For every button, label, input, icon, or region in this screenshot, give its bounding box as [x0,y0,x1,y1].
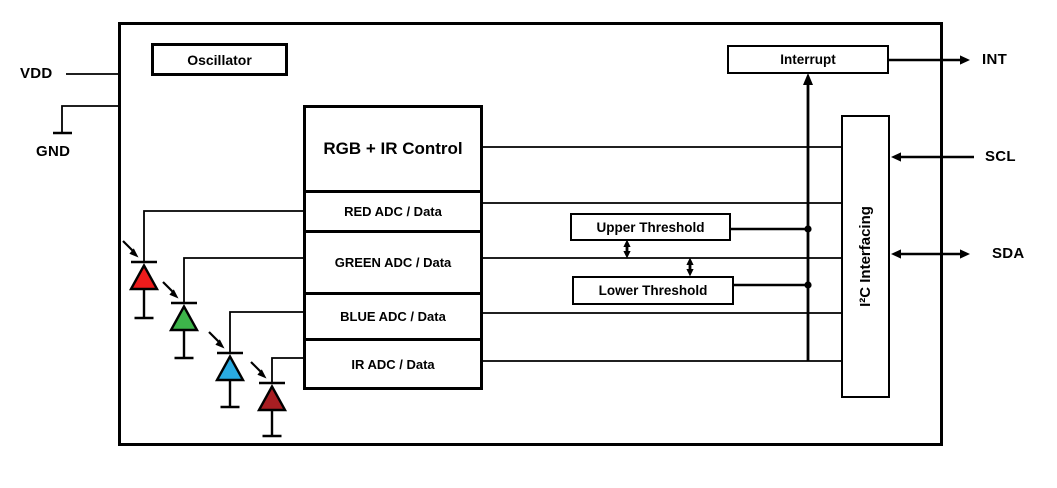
oscillator-block: Oscillator [151,43,288,76]
interrupt-label: Interrupt [780,52,836,67]
ir-light-arrow-line [250,361,263,374]
lower-compare-arrowhead-bottom [686,269,694,277]
blue-photodiode [208,311,304,409]
red-adc-label: RED ADC / Data [344,204,442,219]
i2c-label: I²C Interfacing [857,206,874,307]
gnd-wire [61,105,120,132]
green-photodiode [162,257,304,360]
sda-arrowhead-right [960,249,970,259]
int-pin-label: INT [982,51,1008,68]
ir-adc-section: IR ADC / Data [306,338,480,387]
interrupt-block: Interrupt [727,45,889,74]
upper-threshold-label: Upper Threshold [596,219,705,235]
green-adc-section: GREEN ADC / Data [306,230,480,292]
red-light-arrowhead [129,248,139,258]
red-light-arrow-line [122,240,135,253]
ir-photodiode [250,357,304,438]
vdd-pin-label: VDD [20,65,53,82]
green-light-arrowhead [169,289,179,299]
green-adc-label: GREEN ADC / Data [334,255,452,270]
chip-boundary [118,22,943,446]
ir-adc-label: IR ADC / Data [351,356,435,372]
blue-light-arrowhead [215,339,225,349]
red-adc-section: RED ADC / Data [306,190,480,230]
lower-compare-arrowhead-top [686,257,694,265]
rgb-ir-control-block: RGB + IR Control RED ADC / Data GREEN AD… [303,105,483,390]
blue-adc-section: BLUE ADC / Data [306,292,480,338]
upper-compare-arrowhead-top [623,239,631,247]
blue-adc-label: BLUE ADC / Data [340,309,446,324]
ir-light-arrowhead [257,369,267,379]
scl-arrowhead [891,152,901,162]
sda-arrowhead-left [891,249,901,259]
green-light-arrow-line [162,281,175,294]
lower-threshold-block: Lower Threshold [572,276,734,305]
blue-photodiode-wire [229,311,304,353]
scl-pin-label: SCL [985,148,1016,165]
int-arrowhead [960,55,970,65]
interrupt-up-arrowhead [803,73,813,85]
blue-light-arrow-line [208,331,221,344]
control-label: RGB + IR Control [323,139,463,158]
i2c-interfacing-block: I²C Interfacing [841,115,890,398]
red-photodiode-wire [143,210,304,262]
red-photodiode [122,210,304,320]
upper-compare-arrowhead-bottom [623,251,631,259]
upper-threshold-block: Upper Threshold [570,213,731,241]
ir-photodiode-wire [271,357,304,383]
gnd-pin-label: GND [36,143,71,160]
control-section: RGB + IR Control [306,108,480,190]
green-photodiode-wire [183,257,304,303]
sda-pin-label: SDA [992,245,1025,262]
oscillator-label: Oscillator [187,51,252,68]
lower-threshold-label: Lower Threshold [598,283,708,298]
